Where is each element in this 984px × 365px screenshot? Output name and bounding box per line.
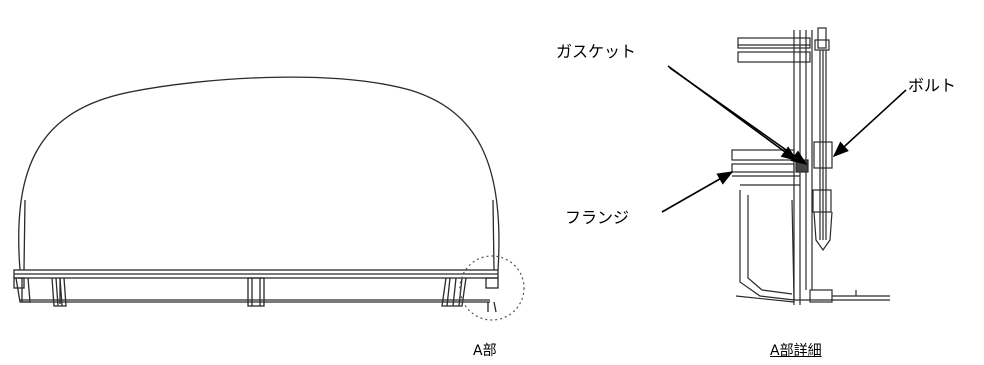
lower-support-body — [735, 190, 890, 303]
bolt-arrow — [832, 89, 907, 158]
dome-outline — [18, 76, 500, 271]
flange-arrow — [661, 171, 734, 213]
gasket-arrow-2 — [669, 67, 808, 165]
part-a-detail-caption: A部詳細 — [770, 343, 822, 359]
part-a-marker-circle — [459, 255, 525, 321]
support-bracket-left — [51, 277, 67, 307]
dome-cover-overview — [13, 76, 500, 313]
leader-arrows — [661, 65, 907, 213]
gasket-label: ガスケット — [556, 42, 637, 61]
part-a-detail-drawing — [731, 27, 890, 305]
bolt-label: ボルト — [908, 76, 957, 95]
base-flange-ring — [13, 269, 499, 304]
support-bracket-center — [247, 277, 265, 307]
flange-joint — [731, 149, 809, 186]
support-bracket-edge — [15, 277, 31, 303]
flange-label: フランジ — [565, 208, 630, 227]
part-a-label: A部 — [473, 343, 497, 359]
bolt-assembly — [812, 27, 833, 252]
